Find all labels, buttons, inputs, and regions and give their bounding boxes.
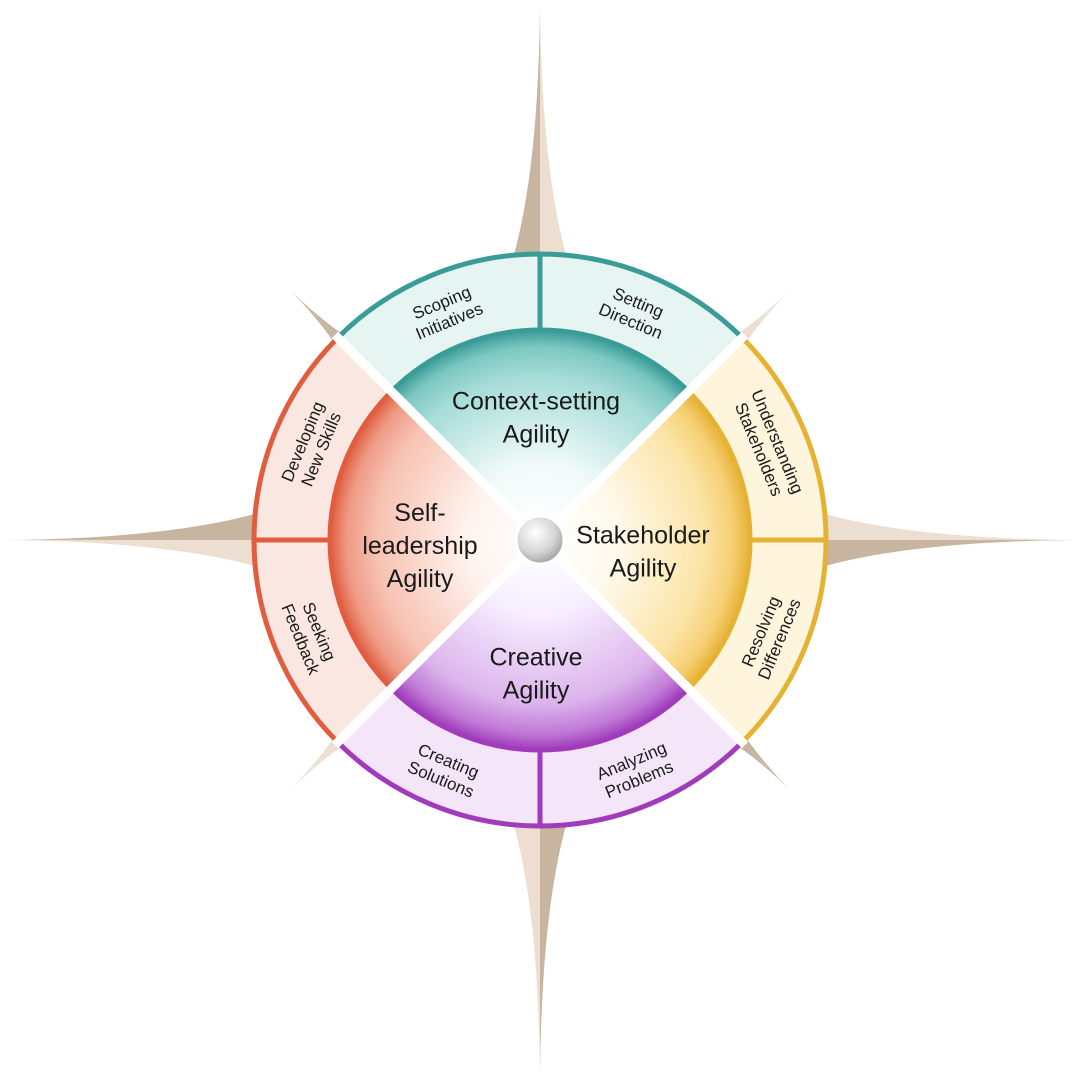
quadrant-label-self-leadership-line: Self- — [394, 499, 445, 527]
quadrant-label-context-setting-line: Context-setting — [452, 388, 620, 416]
center-hub — [514, 514, 566, 566]
quadrant-divider — [536, 536, 749, 749]
core-sector-self-leadership — [328, 389, 542, 691]
quadrant-label-stakeholder-line: Stakeholder — [576, 522, 709, 550]
quadrant-divider — [536, 331, 749, 544]
quadrant-label-stakeholder-line: Agility — [610, 555, 677, 583]
core-sector-stakeholder — [538, 389, 752, 691]
quadrant-label-creative-line: Agility — [503, 677, 570, 705]
quadrant-divider — [331, 536, 544, 749]
core-sector-context-setting — [389, 328, 691, 542]
quadrant-label-creative-line: Creative — [489, 644, 582, 672]
quadrant-label-context-setting-line: Agility — [503, 421, 570, 449]
quadrant-label-self-leadership-line: Agility — [387, 565, 454, 593]
quadrant-divider — [331, 331, 544, 544]
quadrant-label-self-leadership-line: leadership — [362, 532, 477, 560]
core-sector-creative — [389, 538, 691, 752]
